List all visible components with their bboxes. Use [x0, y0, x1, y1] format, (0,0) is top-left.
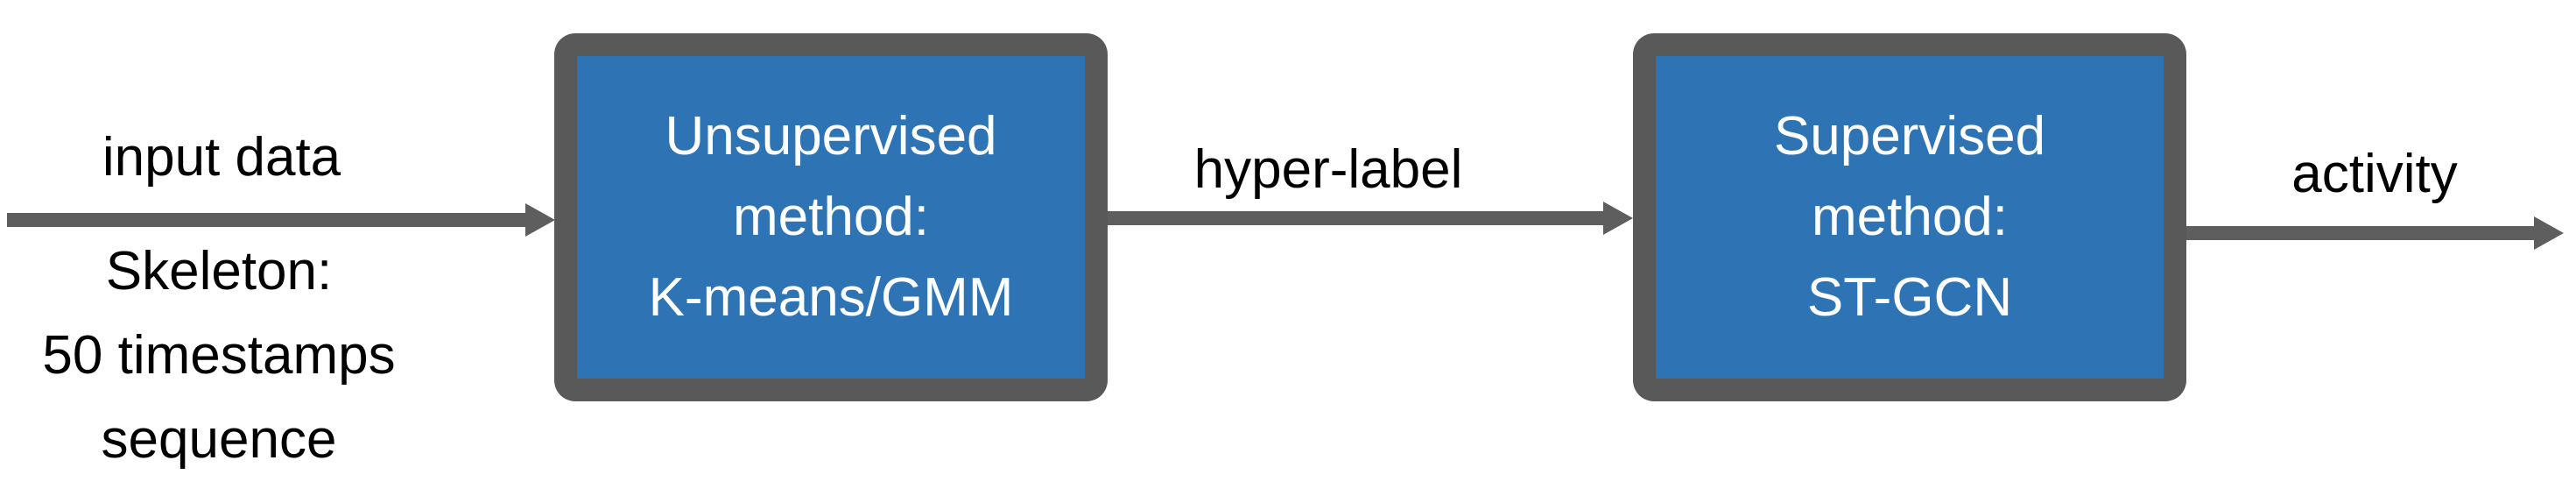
skeleton-line: Skeleton:	[105, 241, 333, 301]
input-arrow-shaft	[7, 213, 525, 227]
node-text-line: Unsupervised	[665, 106, 997, 166]
hyper-label-arrow	[1108, 202, 1633, 235]
node-text-line: ST-GCN	[1806, 267, 2013, 328]
hyper-label-label: hyper-label	[1193, 139, 1463, 200]
input-arrow	[7, 203, 555, 237]
activity-arrow	[2186, 216, 2564, 250]
activity-arrow-shaft	[2186, 226, 2534, 240]
sequence-line: sequence	[101, 409, 337, 470]
supervised-method-node: Supervised method: ST-GCN	[1633, 33, 2186, 401]
node-text-line: method:	[732, 187, 930, 247]
unsupervised-method-node: Unsupervised method: K-means/GMM	[554, 33, 1108, 401]
input-data-description: Skeleton: 50 timestamps sequence	[0, 230, 438, 482]
node-text-line: K-means/GMM	[648, 267, 1014, 328]
input-data-label: input data	[102, 127, 341, 188]
activity-label: activity	[2291, 144, 2458, 204]
node-text-line: Supervised	[1773, 106, 2046, 166]
node-text-line: method:	[1811, 187, 2009, 247]
timestamps-line: 50 timestamps	[42, 325, 396, 386]
input-arrowhead-icon	[525, 203, 555, 237]
hyper-label-arrow-shaft	[1108, 211, 1603, 225]
hyper-label-arrowhead-icon	[1603, 202, 1633, 235]
activity-arrowhead-icon	[2534, 216, 2564, 250]
